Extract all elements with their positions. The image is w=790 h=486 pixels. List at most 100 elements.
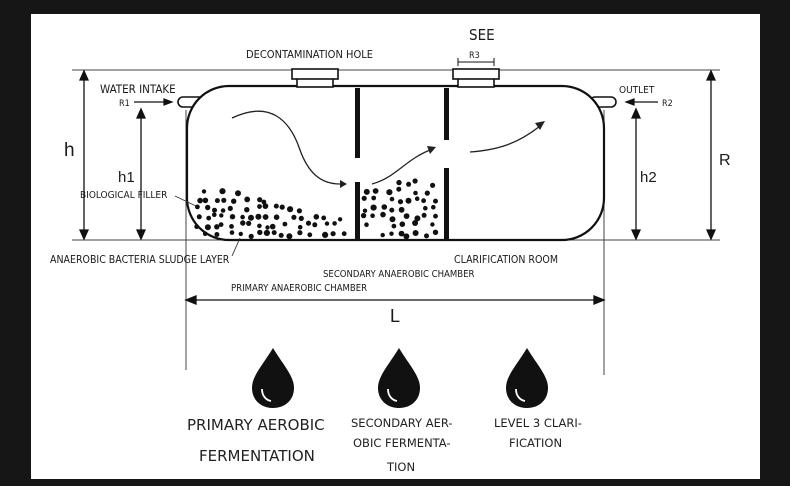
clarification-room-label: CLARIFICATION ROOM [454,254,558,266]
filler-dot [263,229,270,236]
secondary-chamber-label: SECONDARY ANAEROBIC CHAMBER [323,269,475,280]
filler-dot [421,212,427,218]
filler-dot [380,232,385,238]
flow-arrows [231,110,541,185]
hatches [291,68,500,88]
stage-2-line-3: TION [386,460,415,474]
filler-dot [195,204,200,210]
r3-bracket [457,58,495,66]
filler-dot [202,231,208,236]
filler-dot [307,232,313,238]
filler-dot [261,199,267,205]
h-label: h [64,140,75,161]
filler-dot [389,196,395,202]
dimension-h1 [135,107,147,241]
outlet-label: OUTLET [619,85,655,96]
stage-drop-1 [252,348,294,408]
filler-dot [248,214,254,221]
filler-dot [194,224,200,230]
h1-label: h1 [118,169,135,186]
stage-drop-3 [506,348,548,408]
biological-filler-media [194,178,439,240]
filler-dot [291,214,297,220]
bottom-border [31,479,760,486]
filler-dot [432,229,439,235]
filler-dot [398,206,405,213]
filler-dot [257,204,262,209]
filler-dot [257,223,262,229]
dimension-r [705,69,717,241]
filler-dot [389,216,396,223]
see-hatch-lid [452,68,500,80]
filler-dot [229,230,235,235]
filler-dot [246,220,252,226]
h2-label: h2 [640,169,657,186]
filler-dot [219,213,224,218]
filler-dot [324,221,330,226]
filler-dot [262,203,269,210]
filler-dot [204,224,211,231]
flow-arrow-1 [231,110,341,185]
filler-dot [220,208,226,213]
filler-dot [381,204,388,210]
filler-dot [380,211,386,218]
decontamination-hole-label: DECONTAMINATION HOLE [246,48,373,61]
stage-3-line-2: FICATION [509,436,562,450]
filler-dot [423,205,428,211]
water-intake-label: WATER INTAKE [100,82,176,96]
primary-chamber-label: PRIMARY ANAEROBIC CHAMBER [231,283,367,294]
filler-dot [265,225,270,230]
filler-dot [405,197,412,204]
filler-dot [372,188,379,194]
filler-dot [397,199,404,205]
biological-filler-label: BIOLOGICAL FILLER [80,190,167,201]
partition-1-lower [355,182,360,240]
filler-dot [389,231,394,236]
filler-dot [240,214,245,220]
filler-dot [248,233,254,239]
filler-dot [205,204,211,211]
filler-dot [424,190,430,196]
filler-dot [273,203,279,209]
filler-dot [370,213,375,218]
filler-dot [298,215,304,221]
filler-dot [240,220,246,226]
filler-dot [414,215,421,222]
filler-dot [403,233,410,240]
partition-2-lower [444,168,449,240]
partition-2-upper [444,88,449,140]
filler-dot [214,198,220,204]
filler-dot [212,207,217,213]
filler-dot [282,221,288,227]
filler-dot [312,222,318,228]
tank-body [185,84,606,242]
filler-dot [196,214,202,220]
filler-dot [244,207,250,213]
filler-dot [206,215,212,221]
anaerobic-sludge-label: ANAEROBIC BACTERIA SLUDGE LAYER [50,254,230,266]
filler-dot [433,198,438,204]
filler-dot [364,222,369,227]
filler-dot [202,197,209,204]
filler-dot [278,232,284,238]
r3-label: R3 [469,51,480,61]
stage-drop-2 [378,348,420,408]
filler-dot [218,222,224,228]
dimension-l [184,295,606,305]
decontamination-hatch-lid [291,68,339,80]
filler-dot [322,231,329,238]
filler-dot [371,195,377,201]
l-label: L [390,306,400,326]
stage-1-line-1: PRIMARY AEROBIC [187,416,325,434]
filler-dot [337,217,343,222]
filler-dot [360,212,367,219]
leader-lines [174,195,241,257]
filler-dot [219,188,226,195]
r1-label: R1 [119,99,130,109]
filler-dot [363,188,370,195]
filler-dot [221,197,227,203]
filler-dot [269,223,276,230]
filler-dot [287,206,294,213]
filler-dot [361,195,367,201]
